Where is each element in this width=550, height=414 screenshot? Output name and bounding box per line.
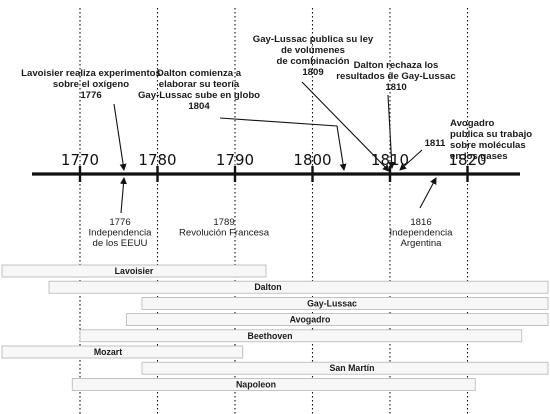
event-gaylussac-ley-arrow <box>301 81 390 172</box>
event-avogadro-year: 1811 <box>425 138 446 149</box>
event-gaylussac-ley-line-0: Gay-Lussac publica su ley <box>253 34 374 45</box>
event-dalton-rechaza-line-1: resultados de Gay-Lussac <box>336 71 456 82</box>
year-label-1800: 1800 <box>293 151 331 169</box>
event-dalton-rechaza-line-0: Dalton rechaza los <box>354 60 439 71</box>
event-eeuu-line-1: Independencia <box>89 228 153 239</box>
event-avogadro-line-3: en los gases <box>450 151 508 162</box>
lifespan-bar-6 <box>141 361 549 375</box>
event-argentina-arrow <box>419 177 437 209</box>
event-avogadro-line-0: Avogadro <box>450 118 495 129</box>
lifespan-bar-5 <box>1 345 244 359</box>
event-dalton-line-3: 1804 <box>188 101 210 112</box>
event-gaylussac-ley-line-3: 1809 <box>302 67 323 78</box>
lifespan-bar-0 <box>1 264 267 278</box>
event-gaylussac-ley-line-2: de combinación <box>276 56 349 67</box>
lifespan-label-6: San Martín <box>330 363 375 373</box>
event-argentina-line-0: 1816 <box>410 217 431 228</box>
lifespan-bar-2 <box>141 296 549 310</box>
event-eeuu-arrow <box>120 177 127 214</box>
event-lavoisier-line-0: Lavoisier realiza experimentos <box>21 68 161 79</box>
lifespan-bar-3 <box>126 313 549 327</box>
lifespan-label-5: Mozart <box>94 347 122 357</box>
event-gaylussac-ley-line-1: de volúmenes <box>281 45 345 56</box>
lifespan-label-3: Avogadro <box>290 315 331 325</box>
event-lavoisier-line-1: sobre el oxígeno <box>53 79 129 90</box>
event-dalton-line-1: elaborar su teoría <box>159 79 240 90</box>
event-avogadro-line-2: sobre moléculas <box>450 140 526 151</box>
event-lavoisier-arrow <box>113 103 127 171</box>
event-argentina-line-2: Argentina <box>400 238 442 249</box>
event-dalton-rechaza-line-2: 1810 <box>385 82 406 93</box>
lifespan-label-1: Dalton <box>254 282 281 292</box>
event-revolucion-line-1: Revolución Francesa <box>179 228 270 239</box>
event-eeuu-line-0: 1776 <box>109 217 130 228</box>
year-label-1790: 1790 <box>216 151 254 169</box>
lifespan-label-0: Lavoisier <box>115 266 154 276</box>
event-argentina-line-1: Independencia <box>390 228 454 239</box>
year-label-1770: 1770 <box>61 151 99 169</box>
event-revolucion-line-0: 1789 <box>213 217 234 228</box>
lifespan-bar-4 <box>79 329 523 343</box>
event-dalton-rechaza-arrow <box>387 94 396 169</box>
event-eeuu-line-2: de los EEUU <box>93 238 148 249</box>
lifespan-bar-7 <box>71 377 476 391</box>
year-label-1820: 1820 <box>448 151 486 169</box>
event-dalton-line-0: Dalton comienza a <box>157 68 242 79</box>
lifespan-label-7: Napoleon <box>236 379 276 389</box>
lifespan-label-4: Beethoven <box>248 331 293 341</box>
event-lavoisier-line-2: 1776 <box>80 90 101 101</box>
year-label-1780: 1780 <box>138 151 176 169</box>
lifespan-label-2: Gay-Lussac <box>307 298 357 308</box>
event-dalton-arrow <box>219 117 347 171</box>
event-avogadro-arrow <box>399 149 423 171</box>
event-dalton-line-2: Gay-Lussac sube en globo <box>138 90 260 101</box>
event-avogadro-line-1: publica su trabajo <box>450 129 532 140</box>
lifespan-bar-1 <box>48 280 549 294</box>
